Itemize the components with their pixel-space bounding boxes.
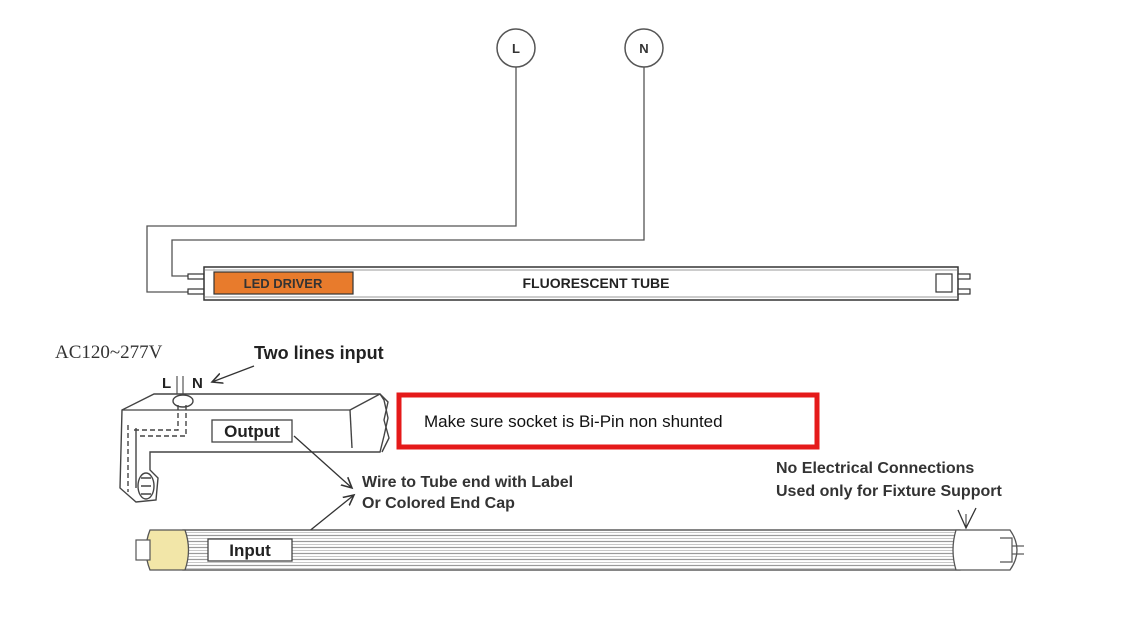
lampholder-socket	[119, 393, 390, 503]
support-note-line1: No Electrical Connections	[776, 460, 974, 477]
output-arrow	[293, 435, 352, 488]
notice-text: Make sure socket is Bi-Pin non shunted	[424, 412, 723, 431]
led-tube	[135, 529, 1024, 571]
line-wire	[146, 67, 517, 293]
pin-label-n: N	[192, 375, 203, 392]
right-pin-bottom	[957, 288, 971, 295]
led-driver-label: LED DRIVER	[244, 276, 323, 291]
output-label-box	[211, 419, 293, 443]
right-end-cap	[952, 529, 1018, 571]
terminal-l: L	[496, 28, 536, 68]
left-end-cap	[145, 529, 190, 571]
voltage-label: AC120~277V	[55, 342, 163, 363]
support-arrow	[957, 507, 977, 530]
wire-note-line1: Wire to Tube end with Label	[362, 474, 573, 491]
input-label-box	[207, 538, 293, 562]
right-pin-top	[957, 273, 971, 280]
led-driver-box	[213, 271, 354, 295]
left-pin-bottom	[187, 288, 205, 295]
two-lines-input-label: Two lines input	[254, 343, 384, 363]
notice-box	[396, 392, 820, 450]
input-note-arrow	[212, 365, 255, 382]
input-label: Input	[229, 541, 271, 560]
support-note-line2: Used only for Fixture Support	[776, 483, 1002, 500]
neutral-wire	[171, 67, 645, 277]
fluorescent-tube-label: FLUORESCENT TUBE	[523, 275, 670, 291]
pin-label-l: L	[162, 375, 171, 392]
left-pin-top	[187, 273, 205, 280]
terminal-n-label: N	[639, 41, 648, 56]
output-label: Output	[224, 422, 280, 441]
tube-right-end	[935, 273, 953, 293]
wire-note-line2: Or Colored End Cap	[362, 495, 515, 512]
terminal-n: N	[624, 28, 664, 68]
terminal-l-label: L	[512, 41, 520, 56]
left-end-pins	[135, 539, 151, 561]
